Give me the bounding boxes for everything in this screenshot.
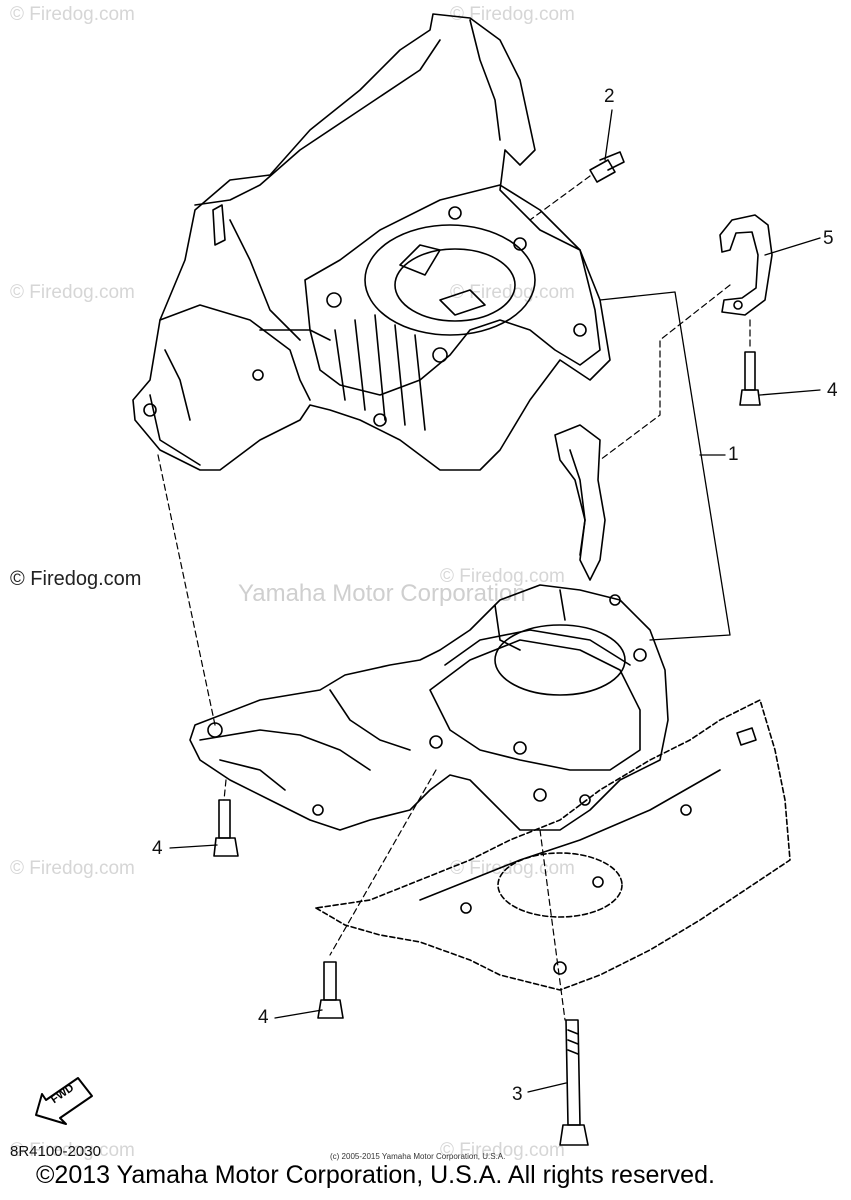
watermark: © Firedog.com: [10, 1140, 135, 1161]
callout-1: 1: [728, 444, 739, 465]
callout-4: 4: [152, 838, 163, 859]
clamp-icon: [719, 214, 773, 316]
watermark: © Firedog.com: [10, 568, 142, 590]
watermark: © Firedog.com: [10, 858, 135, 879]
watermark-center: Yamaha Motor Corporation: [238, 580, 526, 607]
watermark: © Firedog.com: [450, 4, 575, 25]
bolt-icon: [213, 799, 239, 857]
callout-3: 3: [512, 1084, 523, 1105]
bolt-icon: [559, 1019, 589, 1146]
watermark: © Firedog.com: [450, 282, 575, 303]
watermark: © Firedog.com: [440, 566, 565, 587]
upper-crankcase: [132, 13, 611, 471]
callout-4: 4: [258, 1007, 269, 1028]
watermark: © Firedog.com: [440, 1140, 565, 1161]
copyright-footer: ©2013 Yamaha Motor Corporation, U.S.A. A…: [36, 1161, 715, 1189]
watermark: © Firedog.com: [450, 858, 575, 879]
watermark: © Firedog.com: [10, 282, 135, 303]
fwd-arrow-icon: [35, 1077, 93, 1125]
drawing-code: 8R4100-2030: [10, 1143, 101, 1160]
lower-crankcase: [189, 424, 669, 831]
small-copyright: (c) 2005-2015 Yamaha Motor Corporation, …: [330, 1152, 506, 1161]
bolt-icon: [739, 351, 761, 406]
watermark: © Firedog.com: [10, 4, 135, 25]
callout-4: 4: [827, 380, 838, 401]
callout-2: 2: [604, 86, 615, 107]
guard-plate: [315, 699, 791, 991]
bolt-icon: [317, 961, 344, 1019]
leader-lines: [169, 109, 821, 1093]
plug-icon: [589, 151, 625, 183]
alignment-lines: [157, 175, 751, 1021]
callout-5: 5: [823, 228, 834, 249]
